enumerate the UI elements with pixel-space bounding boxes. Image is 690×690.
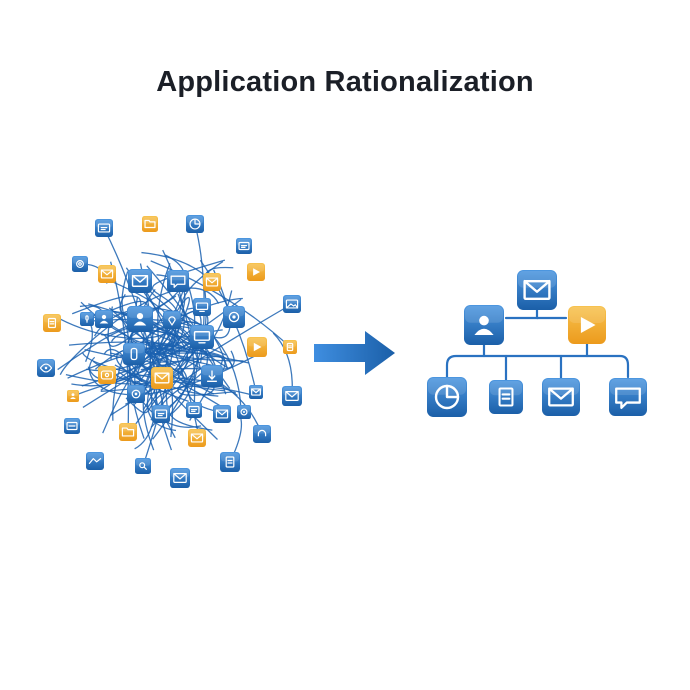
fullscreen-icon bbox=[236, 238, 252, 254]
gear-icon bbox=[237, 405, 251, 419]
play-icon bbox=[247, 263, 265, 281]
mail-icon bbox=[170, 468, 190, 488]
mic-icon bbox=[80, 312, 94, 326]
tree-connectors bbox=[445, 308, 630, 382]
document-icon bbox=[43, 314, 61, 332]
folder-icon bbox=[142, 216, 158, 232]
tree-node-mail-icon bbox=[542, 378, 580, 416]
mail-icon bbox=[128, 269, 152, 293]
document-icon bbox=[220, 452, 240, 472]
location-icon bbox=[163, 311, 181, 329]
keyboard-icon bbox=[64, 418, 80, 434]
user-icon bbox=[95, 310, 113, 328]
monitor-icon bbox=[190, 325, 214, 349]
connection-line bbox=[166, 320, 225, 392]
tree-node-chart-icon bbox=[427, 377, 467, 417]
user-icon bbox=[127, 306, 153, 332]
hands-icon bbox=[86, 452, 104, 470]
mail-icon bbox=[282, 386, 302, 406]
image-icon bbox=[283, 295, 301, 313]
dashboard-icon bbox=[186, 402, 202, 418]
note-icon bbox=[283, 340, 297, 354]
mail-icon bbox=[203, 273, 221, 291]
connection-line bbox=[125, 385, 259, 414]
lifebuoy-icon bbox=[72, 256, 88, 272]
connection-line bbox=[142, 350, 235, 451]
headset-icon bbox=[253, 425, 271, 443]
connection-line bbox=[68, 301, 186, 352]
tree-node-mail-icon bbox=[517, 270, 557, 310]
search-icon bbox=[135, 458, 151, 474]
connection-line bbox=[102, 321, 228, 434]
settings-icon bbox=[127, 385, 145, 403]
right-arrow-icon bbox=[314, 331, 395, 375]
mail-icon bbox=[213, 405, 231, 423]
connection-line bbox=[107, 306, 202, 369]
person-icon bbox=[67, 390, 79, 402]
mobile-icon bbox=[123, 343, 145, 365]
download-icon bbox=[201, 365, 223, 387]
rationalized-app-tree bbox=[427, 270, 647, 417]
mail-icon bbox=[151, 367, 173, 389]
puzzle-icon bbox=[152, 405, 170, 423]
page-title: Application Rationalization bbox=[156, 66, 534, 98]
mail-icon bbox=[188, 429, 206, 447]
settings-icon bbox=[223, 306, 245, 328]
play-icon bbox=[247, 337, 267, 357]
tree-node-play-icon bbox=[568, 306, 606, 344]
tree-node-document-icon bbox=[489, 380, 523, 414]
dashboard-icon bbox=[95, 219, 113, 237]
eye-icon bbox=[37, 359, 55, 377]
chat-icon bbox=[167, 270, 189, 292]
tree-node-user-icon bbox=[464, 305, 504, 345]
mail-icon bbox=[249, 385, 263, 399]
chart-icon bbox=[186, 215, 204, 233]
connection-line bbox=[150, 260, 291, 348]
camera-icon bbox=[98, 366, 116, 384]
briefcase-icon bbox=[119, 423, 137, 441]
tree-node-chat-icon bbox=[609, 378, 647, 416]
monitor-icon bbox=[193, 298, 211, 316]
tree-connector bbox=[504, 308, 539, 320]
app-icon-cluster bbox=[37, 215, 302, 488]
connection-line bbox=[139, 297, 191, 403]
tree-connector bbox=[445, 354, 630, 379]
mail-icon bbox=[98, 265, 116, 283]
